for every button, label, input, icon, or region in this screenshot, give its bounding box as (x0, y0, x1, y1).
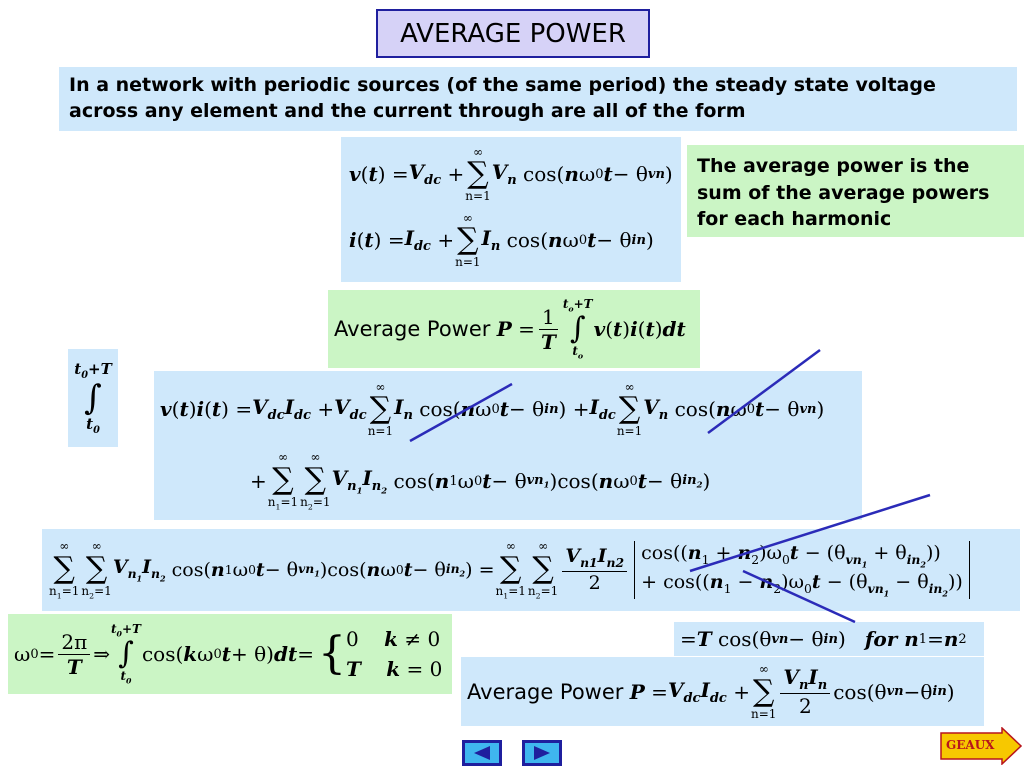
average-power-result-label: Average Power (467, 679, 624, 704)
arrow-left-icon (474, 746, 490, 760)
geaux-label: GEAUX (946, 738, 995, 752)
side-note: The average power is the sum of the aver… (687, 145, 1024, 237)
arrow-right-icon (534, 746, 550, 760)
geaux-arrow-icon (940, 727, 1022, 765)
integral-limits: t0+T ∫ t0 (68, 349, 118, 447)
previous-slide-button[interactable] (462, 740, 502, 766)
average-power-label: Average Power (334, 317, 491, 341)
intro-text: In a network with periodic sources (of t… (59, 67, 1017, 131)
geaux-button[interactable]: GEAUX (940, 727, 1022, 765)
next-slide-button[interactable] (522, 740, 562, 766)
page-title: AVERAGE POWER (376, 9, 650, 58)
